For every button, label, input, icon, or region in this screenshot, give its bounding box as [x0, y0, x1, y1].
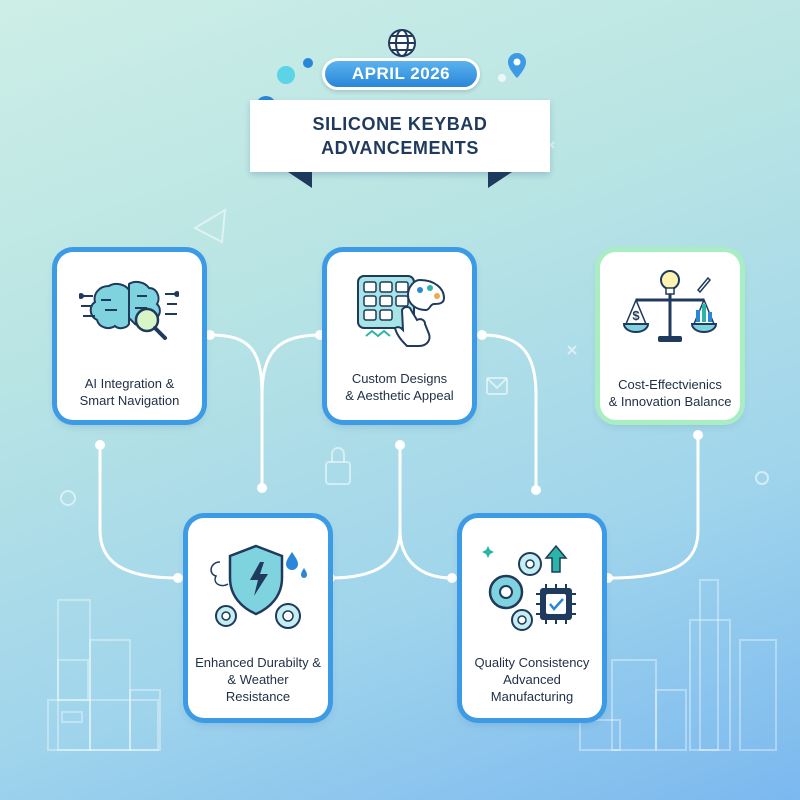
- card-quality-label: Quality Consistency Advanced Manufacturi…: [468, 654, 596, 705]
- gear-icon: [275, 603, 301, 629]
- lock-decoration: [325, 461, 351, 485]
- card-quality-consistency: Quality Consistency Advanced Manufacturi…: [462, 518, 602, 718]
- card-custom-line-1: Custom Designs: [351, 371, 448, 386]
- date-text: APRIL 2026: [351, 64, 451, 83]
- date-pill: APRIL 2026: [322, 58, 480, 90]
- dot-decoration: [277, 66, 295, 84]
- card-cost-effectiveness: $ Cost-Effectvienics & Innovation Balanc…: [600, 252, 740, 420]
- dot-decoration: [303, 58, 313, 68]
- shield-gears-icon: [210, 544, 307, 629]
- triangle-decoration: [192, 208, 227, 244]
- card-cost-line-2: & Innovation Balance: [608, 394, 732, 409]
- location-pin-icon: [508, 53, 526, 78]
- card-custom-line-2: & Aesthetic Appeal: [345, 388, 454, 403]
- card-durability-label: Enhanced Durabilty & & Weather Resistanc…: [194, 654, 322, 705]
- card-quality-line-1: Quality Consistency: [474, 655, 590, 670]
- card-durability-line-2: & Weather Resistance: [225, 672, 291, 704]
- card-durability-line-1: Enhanced Durabilty &: [195, 655, 321, 670]
- magnifier-icon: [134, 307, 167, 340]
- balance-scale-icon: $: [622, 270, 718, 342]
- envelope-decoration: [486, 377, 508, 395]
- cross-decoration: [567, 345, 577, 355]
- chip-icon: [536, 584, 576, 624]
- card-quality-line-3: Manufacturing: [490, 689, 574, 704]
- gear-icon: [488, 574, 524, 610]
- gear-icon: [215, 605, 237, 627]
- lightning-icon: [250, 562, 268, 596]
- card-ai-integration: AI Integration & Smart Navigation: [57, 252, 202, 420]
- svg-text:$: $: [632, 308, 640, 323]
- title-line-1: SILICONE KEYBAD: [312, 114, 488, 134]
- header-decoration: [256, 29, 526, 116]
- rocket-icon: [696, 276, 712, 294]
- keypad-palette-icon: [357, 275, 446, 347]
- skyline-left: [47, 599, 161, 751]
- banner-ribbon: [288, 172, 512, 188]
- gear-icon: [518, 552, 542, 576]
- card-cost-label: Cost-Effectvienics & Innovation Balance: [606, 376, 734, 410]
- skyline-right: [579, 579, 777, 751]
- card-custom-label: Custom Designs & Aesthetic Appeal: [333, 370, 466, 404]
- lightbulb-icon: [660, 270, 680, 295]
- globe-icon: [388, 29, 416, 57]
- card-custom-designs: Custom Designs & Aesthetic Appeal: [327, 252, 472, 420]
- card-quality-line-2: Advanced: [503, 672, 561, 687]
- arrow-up-icon: [544, 544, 568, 573]
- card-ai-line-1: AI Integration &: [84, 376, 175, 391]
- palette-icon: [406, 278, 446, 312]
- circle-decoration: [755, 471, 769, 485]
- title-banner: SILICONE KEYBAD ADVANCEMENTS: [250, 100, 550, 172]
- connector-dots: [95, 330, 703, 583]
- gears-chip-icon: [482, 544, 576, 631]
- title-line-2: ADVANCEMENTS: [321, 138, 479, 158]
- gear-icon: [511, 609, 533, 631]
- card-cost-line-1: Cost-Effectvienics: [618, 377, 722, 392]
- cloud-icon: [210, 561, 229, 587]
- card-enhanced-durability: Enhanced Durabilty & & Weather Resistanc…: [188, 518, 328, 718]
- circle-decoration: [60, 490, 76, 506]
- brain-magnifier-icon: [79, 280, 179, 340]
- card-ai-label: AI Integration & Smart Navigation: [63, 375, 196, 409]
- card-ai-line-2: Smart Navigation: [79, 393, 180, 408]
- hand-pointer-icon: [393, 306, 431, 347]
- water-drop-icon: [286, 552, 298, 570]
